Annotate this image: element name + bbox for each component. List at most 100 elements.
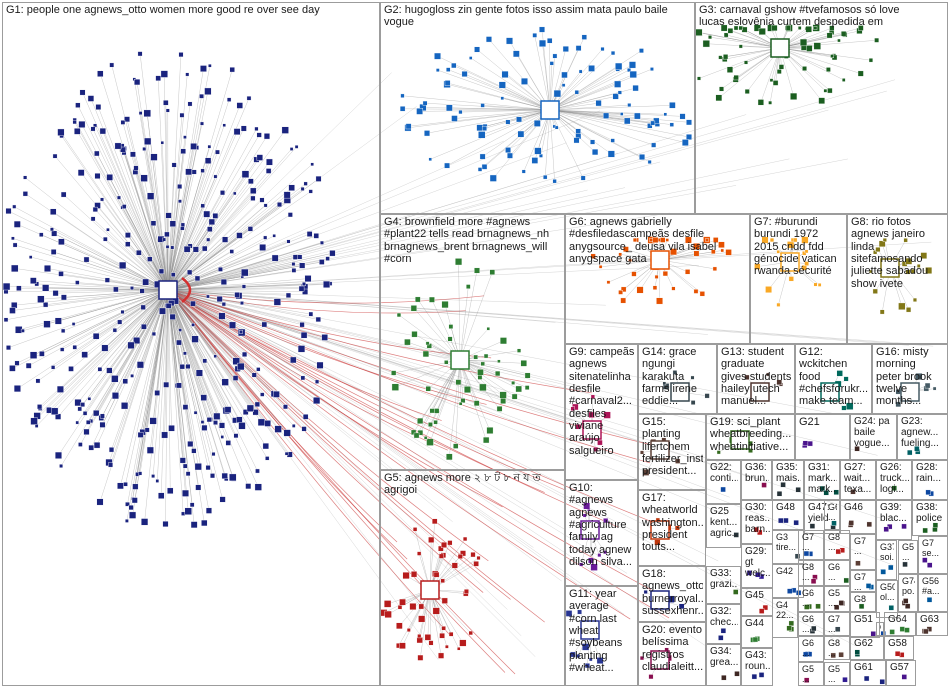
group-panel-g26: G26: truck... logi... <box>876 460 912 500</box>
node <box>310 162 314 167</box>
node <box>199 93 204 99</box>
group-panel-g64: G64 <box>884 612 916 636</box>
group-edge <box>167 289 184 514</box>
group-edge <box>167 289 246 413</box>
node <box>206 237 211 242</box>
group-edge <box>97 175 169 291</box>
node <box>259 197 265 203</box>
group-label: G58 <box>888 638 907 649</box>
node <box>94 173 101 179</box>
node <box>168 425 175 432</box>
node <box>144 137 152 145</box>
node <box>190 300 196 307</box>
group-label: G25 kent... agric... <box>710 506 738 540</box>
node <box>313 396 321 405</box>
group-label: G38: police <box>916 502 943 525</box>
group-panel-g5: G5: agnews more ২ ৮ ট ৮ ন য ত agrigoi <box>380 470 565 686</box>
node <box>546 37 553 44</box>
node <box>23 175 28 180</box>
group-edge <box>167 198 254 291</box>
group-panel-g48: G48 <box>772 500 804 530</box>
node <box>140 518 149 526</box>
node <box>11 236 15 241</box>
node <box>124 116 130 123</box>
node <box>298 285 305 292</box>
group-edge <box>63 194 169 291</box>
node <box>283 191 291 199</box>
node <box>111 375 119 383</box>
group-edge <box>549 109 690 123</box>
node <box>221 472 228 480</box>
node <box>256 154 264 161</box>
node <box>300 331 308 339</box>
node <box>266 158 273 166</box>
node <box>169 313 176 320</box>
group-edge <box>111 65 169 291</box>
node <box>291 268 297 273</box>
group-edge <box>549 84 618 111</box>
node <box>103 236 108 242</box>
node <box>176 382 182 389</box>
node <box>187 269 193 275</box>
group-edge <box>37 289 169 382</box>
inter-group-edge-strong <box>167 289 398 543</box>
group-edge <box>454 109 551 119</box>
node <box>329 250 336 257</box>
node <box>213 412 221 420</box>
group-panel-g10: G10: #agnews agnews #agriculture family … <box>565 480 638 586</box>
node <box>191 448 197 454</box>
group-edge <box>144 148 169 291</box>
group-label: G7 ... <box>854 536 867 557</box>
node <box>113 286 119 293</box>
group-edge <box>114 289 169 379</box>
node <box>182 463 188 469</box>
group-edge <box>427 109 551 134</box>
node <box>225 440 231 446</box>
node <box>240 125 247 132</box>
node <box>177 184 183 189</box>
inter-group-edge <box>167 79 896 291</box>
group-edge <box>549 48 603 111</box>
node <box>60 347 65 352</box>
group-panel-g23: G23: agnew... fueling... <box>897 414 948 460</box>
group-panel-g32: G32: chec... <box>706 604 741 644</box>
group-edge <box>14 268 169 291</box>
inter-group-edge <box>167 289 439 660</box>
node <box>34 281 40 287</box>
node <box>215 149 220 155</box>
group-edge <box>464 73 551 111</box>
group-label: G8 ... <box>854 594 867 612</box>
node <box>77 169 85 177</box>
node <box>125 519 129 523</box>
group-edge <box>167 181 252 291</box>
group-edge <box>167 199 263 291</box>
node <box>250 195 256 201</box>
group-edge <box>60 289 169 390</box>
group-edge <box>153 223 169 291</box>
group-edge <box>167 289 193 505</box>
node <box>191 169 197 175</box>
group-edge <box>167 99 230 291</box>
node <box>210 473 215 479</box>
node <box>201 519 208 527</box>
node <box>208 218 215 226</box>
node <box>531 157 539 164</box>
node <box>288 184 295 191</box>
node <box>179 457 186 464</box>
node <box>265 456 270 461</box>
node <box>512 50 520 58</box>
node <box>308 311 314 317</box>
group-edge <box>167 160 209 291</box>
group-edge <box>408 109 551 127</box>
group-edge <box>407 109 551 129</box>
group-panel-g36: G36: brun... <box>741 460 772 500</box>
group-edge <box>167 289 216 423</box>
inter-group-edge <box>167 289 934 347</box>
node <box>160 70 168 78</box>
group-label: G3: carnaval gshow #tvefamosos só love l… <box>699 4 900 29</box>
node <box>133 337 141 345</box>
group-edge <box>534 35 551 111</box>
group-edge <box>167 289 311 315</box>
node <box>37 404 43 410</box>
group-edge <box>167 289 196 413</box>
